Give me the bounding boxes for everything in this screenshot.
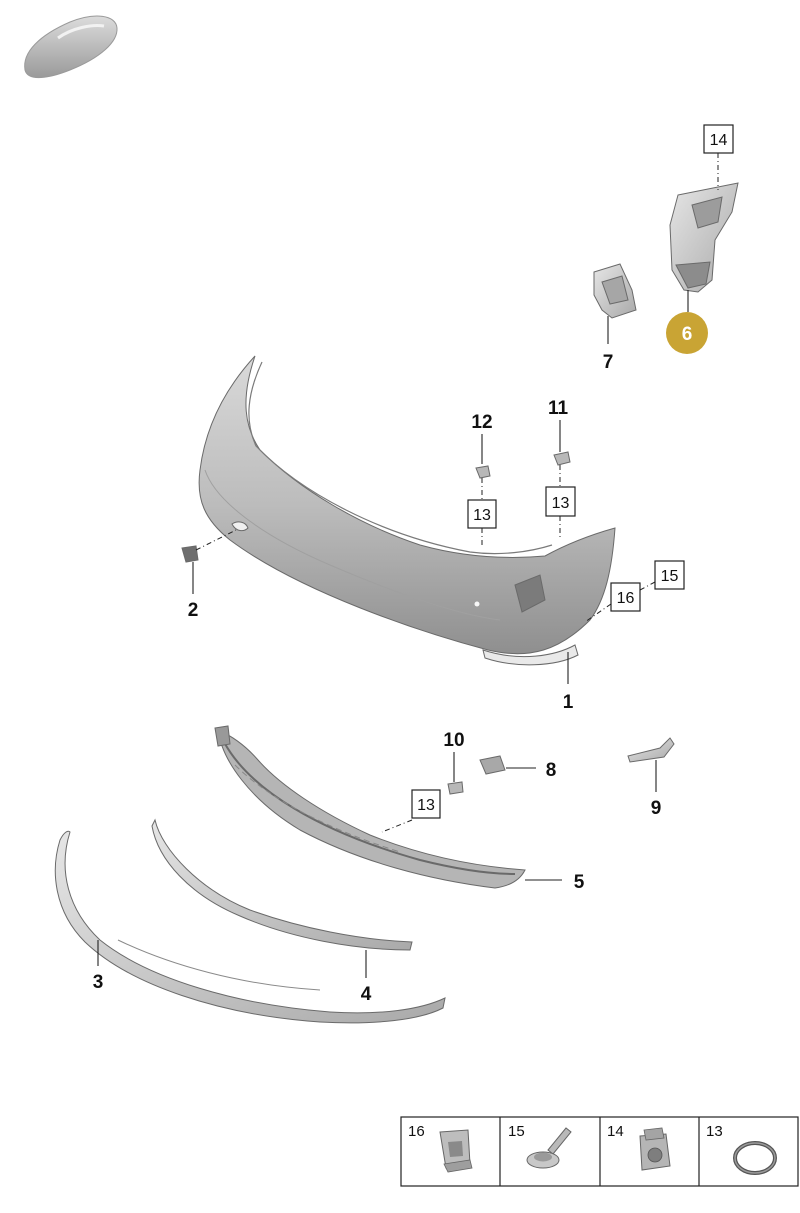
svg-text:16: 16 bbox=[408, 1123, 425, 1140]
ref-box-13-a: 13 bbox=[467, 499, 497, 529]
callout-2: 2 bbox=[188, 600, 199, 621]
part-9-trim bbox=[627, 737, 675, 763]
svg-text:16: 16 bbox=[617, 590, 635, 607]
part-11-clip bbox=[553, 451, 571, 466]
part-4-spoiler bbox=[151, 818, 413, 951]
car-silhouette-icon bbox=[24, 15, 118, 78]
callout-10: 10 bbox=[443, 730, 464, 751]
callout-3: 3 bbox=[93, 972, 104, 993]
svg-text:14: 14 bbox=[607, 1123, 624, 1140]
part-3-spoiler bbox=[54, 830, 446, 1024]
clip-nut-icon bbox=[639, 1127, 671, 1171]
sealing-ring-icon bbox=[733, 1141, 777, 1175]
callout-6: 6 bbox=[682, 324, 693, 345]
callout-12: 12 bbox=[471, 412, 492, 433]
svg-text:15: 15 bbox=[508, 1123, 525, 1140]
callout-5: 5 bbox=[574, 872, 585, 893]
screw-icon bbox=[526, 1127, 572, 1169]
svg-text:15: 15 bbox=[661, 568, 679, 585]
ref-box-14-top: 14 bbox=[703, 124, 734, 154]
ref-box-16: 16 bbox=[610, 582, 641, 612]
part-6-bracket bbox=[669, 182, 739, 293]
part-12-clip bbox=[475, 465, 491, 479]
part-8-bracket bbox=[479, 755, 506, 775]
svg-text:13: 13 bbox=[473, 507, 491, 524]
callout-8: 8 bbox=[546, 760, 557, 781]
legend-cell-14: 14 bbox=[607, 1123, 671, 1171]
part-2-cap bbox=[181, 545, 199, 563]
legend-cell-15: 15 bbox=[508, 1123, 572, 1169]
svg-text:13: 13 bbox=[417, 797, 435, 814]
ref-box-15: 15 bbox=[654, 560, 685, 590]
callout-9: 9 bbox=[651, 798, 662, 819]
callout-7: 7 bbox=[603, 352, 614, 373]
part-10-clip bbox=[447, 781, 464, 795]
svg-text:13: 13 bbox=[552, 495, 570, 512]
svg-text:13: 13 bbox=[706, 1123, 723, 1140]
callout-1: 1 bbox=[563, 692, 574, 713]
part-6-highlight bbox=[666, 312, 708, 354]
ref-box-13-b: 13 bbox=[545, 486, 576, 517]
svg-text:14: 14 bbox=[710, 132, 728, 149]
fastener-legend: 16 15 14 13 bbox=[400, 1116, 799, 1187]
ref-box-13-c: 13 bbox=[411, 789, 441, 819]
legend-cell-16: 16 bbox=[408, 1123, 473, 1173]
callout-4: 4 bbox=[361, 984, 372, 1005]
part-5-grille-carrier bbox=[214, 725, 526, 889]
callout-11: 11 bbox=[548, 398, 569, 419]
part-7-bracket bbox=[593, 263, 637, 319]
part-1-bumper-cover bbox=[198, 355, 616, 666]
retaining-clip-icon bbox=[439, 1129, 473, 1173]
legend-cell-13: 13 bbox=[706, 1123, 777, 1175]
